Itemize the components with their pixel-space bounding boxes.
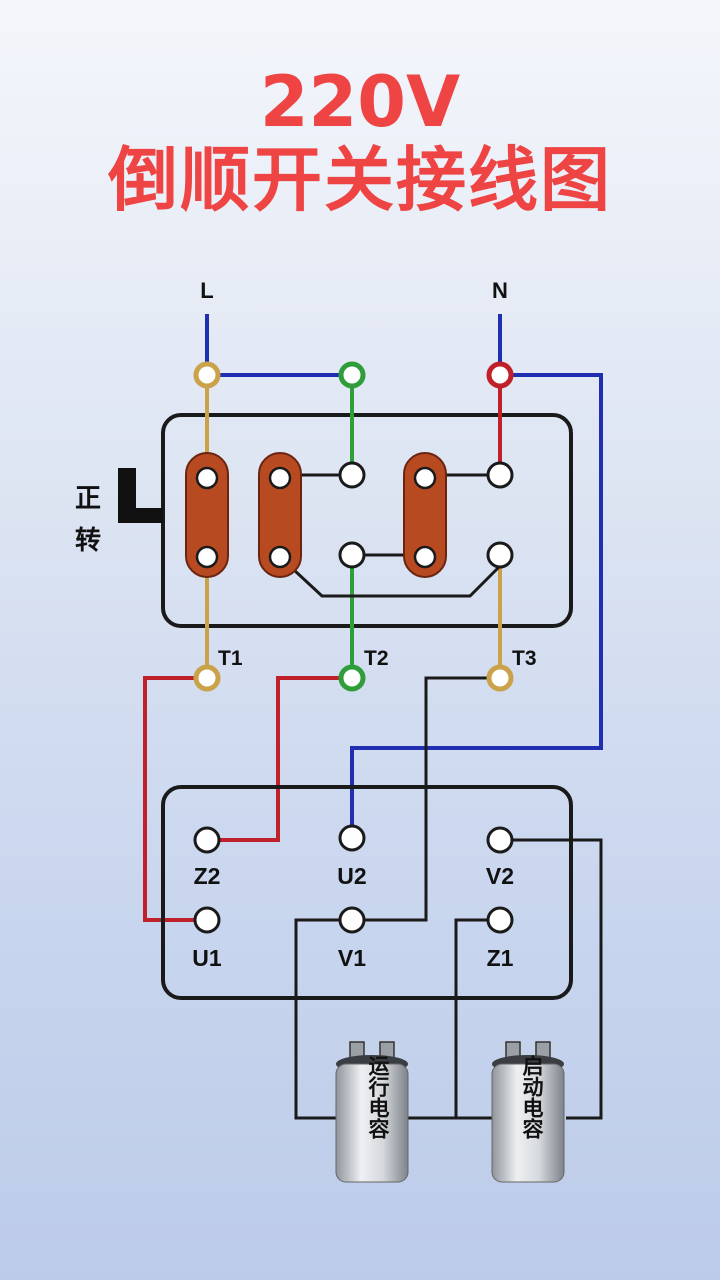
label-v1: V1 [338, 945, 366, 971]
internal-wire-4 [278, 555, 502, 598]
label-u1: U1 [192, 945, 222, 971]
switch-contact [486, 541, 514, 569]
title-diagram-name: 倒顺开关接线图 [108, 139, 612, 221]
terminal-t1 [193, 664, 221, 692]
contact-bar-3 [403, 452, 447, 578]
label-z2: Z2 [194, 863, 221, 889]
label-t2: T2 [364, 647, 389, 670]
switch-direction-bottom: 转 [75, 526, 101, 556]
terminal-u1 [193, 906, 221, 934]
contact-hole [195, 545, 219, 569]
contact-hole [268, 545, 292, 569]
switch-contact [486, 461, 514, 489]
label-n: N [492, 278, 508, 303]
wire-z1-to-caps [454, 918, 488, 1118]
contact-hole [413, 545, 437, 569]
wire-v2-to-start-cap [512, 838, 603, 1120]
terminal-u2 [338, 824, 366, 852]
label-u2: U2 [337, 863, 366, 889]
terminal-v2 [486, 826, 514, 854]
switch-contact [338, 461, 366, 489]
label-l: L [200, 278, 213, 303]
terminal-t3 [486, 664, 514, 692]
wire-t2-to-z2 [218, 676, 340, 842]
contact-hole [268, 466, 292, 490]
label-v2: V2 [486, 863, 514, 889]
switch-handle [118, 468, 163, 523]
contact-bar-2 [258, 452, 302, 578]
label-t3: T3 [512, 647, 537, 670]
wire-n-to-u2 [350, 373, 603, 826]
run-capacitor: 运行电容 [335, 1041, 409, 1183]
wire-v1-to-run-cap [294, 918, 340, 1120]
run-capacitor-label: 运行电容 [366, 1055, 391, 1140]
terminal-green-top [338, 361, 366, 389]
contact-hole [413, 466, 437, 490]
contact-bar-1 [185, 452, 229, 578]
terminal-l [193, 361, 221, 389]
terminal-n [486, 361, 514, 389]
start-capacitor: 启动电容 [491, 1041, 565, 1183]
switch-direction-top: 正 [75, 484, 101, 514]
wire-t1-to-u1 [143, 676, 196, 922]
terminal-z2 [193, 826, 221, 854]
terminal-t2 [338, 664, 366, 692]
switch-contact [338, 541, 366, 569]
terminal-v1 [338, 906, 366, 934]
terminal-z1 [486, 906, 514, 934]
start-capacitor-label: 启动电容 [520, 1054, 544, 1140]
title-voltage: 220V [259, 61, 461, 143]
label-z1: Z1 [487, 945, 514, 971]
label-t1: T1 [218, 647, 243, 670]
motor-terminal-box [161, 785, 573, 1000]
wire-t3-to-v1 [364, 676, 488, 922]
contact-hole [195, 466, 219, 490]
